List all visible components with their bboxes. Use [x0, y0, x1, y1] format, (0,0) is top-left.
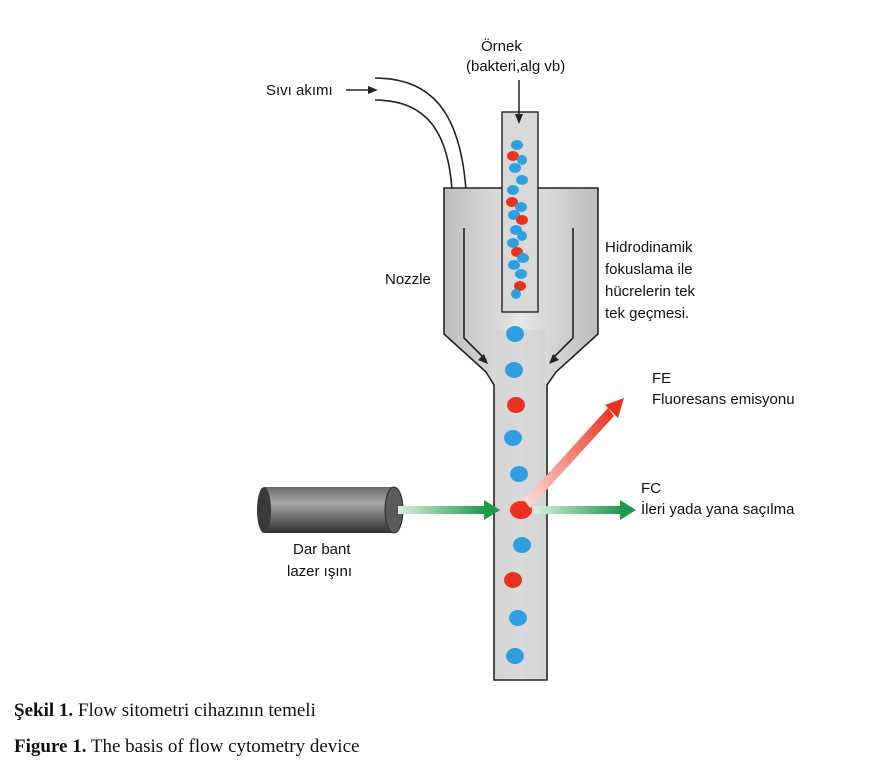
cell-blue [509, 610, 527, 626]
cells-single-file [504, 326, 532, 664]
cell-red [516, 215, 528, 225]
hydro-focus-label-2: fokuslama ile [605, 261, 693, 278]
cell-blue [515, 202, 527, 212]
cell-blue [517, 231, 527, 241]
hydro-focus-label-1: Hidrodinamik [605, 239, 693, 256]
caption-english-text: The basis of flow cytometry device [86, 736, 360, 757]
cell-blue [504, 430, 522, 446]
laser-label-2: lazer ışını [287, 563, 352, 580]
cell-blue [508, 260, 520, 270]
caption-turkish-text: Flow sitometri cihazının temeli [73, 700, 316, 721]
caption-english: Figure 1. The basis of flow cytometry de… [14, 736, 359, 758]
cell-red-illuminated [510, 501, 532, 519]
cell-blue [517, 253, 529, 263]
cell-blue [505, 362, 523, 378]
cell-blue [507, 238, 519, 248]
cell-red [504, 572, 522, 588]
forward-scatter-beam [534, 500, 636, 520]
cell-blue [517, 155, 527, 165]
fc-description: İleri yada yana saçılma [641, 500, 795, 518]
sample-sublabel: (bakteri,alg vb) [466, 58, 565, 75]
caption-turkish: Şekil 1. Flow sitometri cihazının temeli [14, 700, 316, 722]
cell-red [507, 151, 519, 161]
caption-turkish-label: Şekil 1. [14, 700, 74, 721]
focusing-arrow-left [463, 228, 488, 364]
cell-blue [511, 140, 523, 150]
cell-blue [515, 269, 527, 279]
cell-blue [513, 537, 531, 553]
laser-source [257, 486, 404, 534]
sheath-flow-tube [374, 77, 467, 191]
focusing-arrow-right [549, 228, 574, 364]
cell-blue [516, 175, 528, 185]
nozzle-label: Nozzle [385, 271, 431, 288]
sheath-flow-label: Sıvı akımı [266, 82, 333, 99]
cell-red [514, 281, 526, 291]
sample-arrow [515, 80, 523, 124]
caption-english-label: Figure 1. [14, 736, 87, 757]
laser-beam [398, 500, 500, 520]
cells-in-sample-tube [506, 140, 529, 299]
cell-blue [507, 185, 519, 195]
sample-label: Örnek [481, 37, 522, 55]
sheath-arrow [346, 86, 378, 94]
cell-red [507, 397, 525, 413]
cell-blue [511, 289, 521, 299]
cell-blue [509, 163, 521, 173]
cell-blue [506, 326, 524, 342]
cell-red [506, 197, 518, 207]
fc-label: FC [641, 480, 661, 497]
laser-label-1: Dar bant [293, 541, 351, 558]
cell-blue [506, 648, 524, 664]
fe-description: Fluoresans emisyonu [652, 391, 795, 408]
hydro-focus-label-4: tek geçmesi. [605, 305, 689, 322]
hydro-focus-label-3: hücrelerin tek [605, 283, 696, 300]
fe-label: FE [652, 370, 671, 387]
fluorescence-beam [524, 398, 624, 508]
cell-blue [510, 466, 528, 482]
